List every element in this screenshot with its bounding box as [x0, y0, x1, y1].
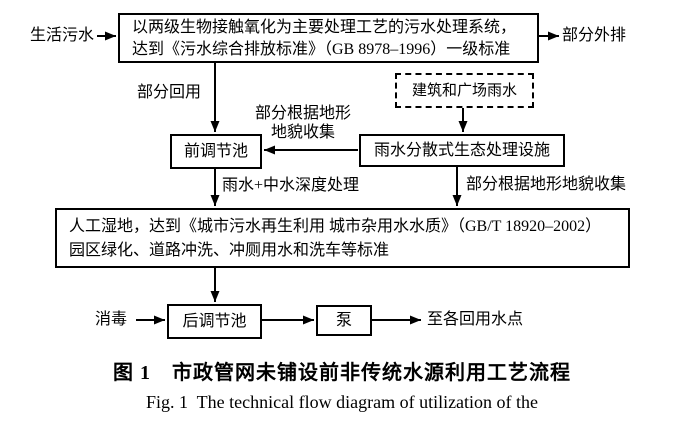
label-disinfection: 消毒	[95, 311, 128, 328]
sewage-treatment-system-line1: 以两级生物接触氧化为主要处理工艺的污水处理系统，	[132, 19, 517, 36]
label-terrain-collection-right: 部分根据地形地貌收集	[466, 176, 627, 193]
figure-caption-chinese: 图 1 市政管网未铺设前非传统水源利用工艺流程	[113, 362, 571, 384]
constructed-wetland-line1: 人工湿地，达到《城市污水再生利用 城市杂用水水质》（GB/T 18920–200…	[69, 218, 602, 235]
label-domestic-sewage: 生活污水	[30, 27, 95, 44]
figure-caption-english: Fig. 1 The technical flow diagram of uti…	[145, 392, 539, 412]
box-sewage-treatment-system: 以两级生物接触氧化为主要处理工艺的污水处理系统， 达到《污水综合排放标准》（GB…	[118, 13, 539, 63]
box-post-regulating-tank: 后调节池	[167, 304, 262, 339]
box-pre-regulating-tank: 前调节池	[170, 134, 262, 169]
sewage-treatment-system-line2: 达到《污水综合排放标准》（GB 8978–1996）一级标准	[132, 41, 511, 58]
post-regulating-tank-label: 后调节池	[182, 312, 247, 330]
terrain-collection-left-line1: 部分根据地形	[254, 105, 351, 122]
box-rainwater-eco-facility: 雨水分散式生态处理设施	[359, 134, 565, 167]
constructed-wetland-line2: 园区绿化、道路冲洗、冲厕用水和洗车等标准	[69, 242, 390, 259]
terrain-collection-left-line2: 地貌收集	[270, 124, 335, 141]
label-terrain-collection-left: 部分根据地形 地貌收集	[252, 104, 354, 142]
box-pump: 泵	[316, 305, 372, 336]
label-partial-reuse: 部分回用	[137, 84, 202, 101]
building-plaza-rainwater-label: 建筑和广场雨水	[411, 82, 517, 99]
label-rainwater-reclaimed-treatment: 雨水+中水深度处理	[222, 177, 360, 194]
box-building-plaza-rainwater: 建筑和广场雨水	[395, 73, 534, 108]
pump-label: 泵	[335, 311, 352, 329]
box-constructed-wetland: 人工湿地，达到《城市污水再生利用 城市杂用水水质》（GB/T 18920–200…	[55, 208, 630, 268]
label-to-reuse-points: 至各回用水点	[427, 311, 524, 328]
label-partial-external-discharge: 部分外排	[562, 27, 627, 44]
pre-regulating-tank-label: 前调节池	[183, 142, 248, 160]
rainwater-eco-facility-label: 雨水分散式生态处理设施	[373, 141, 550, 159]
